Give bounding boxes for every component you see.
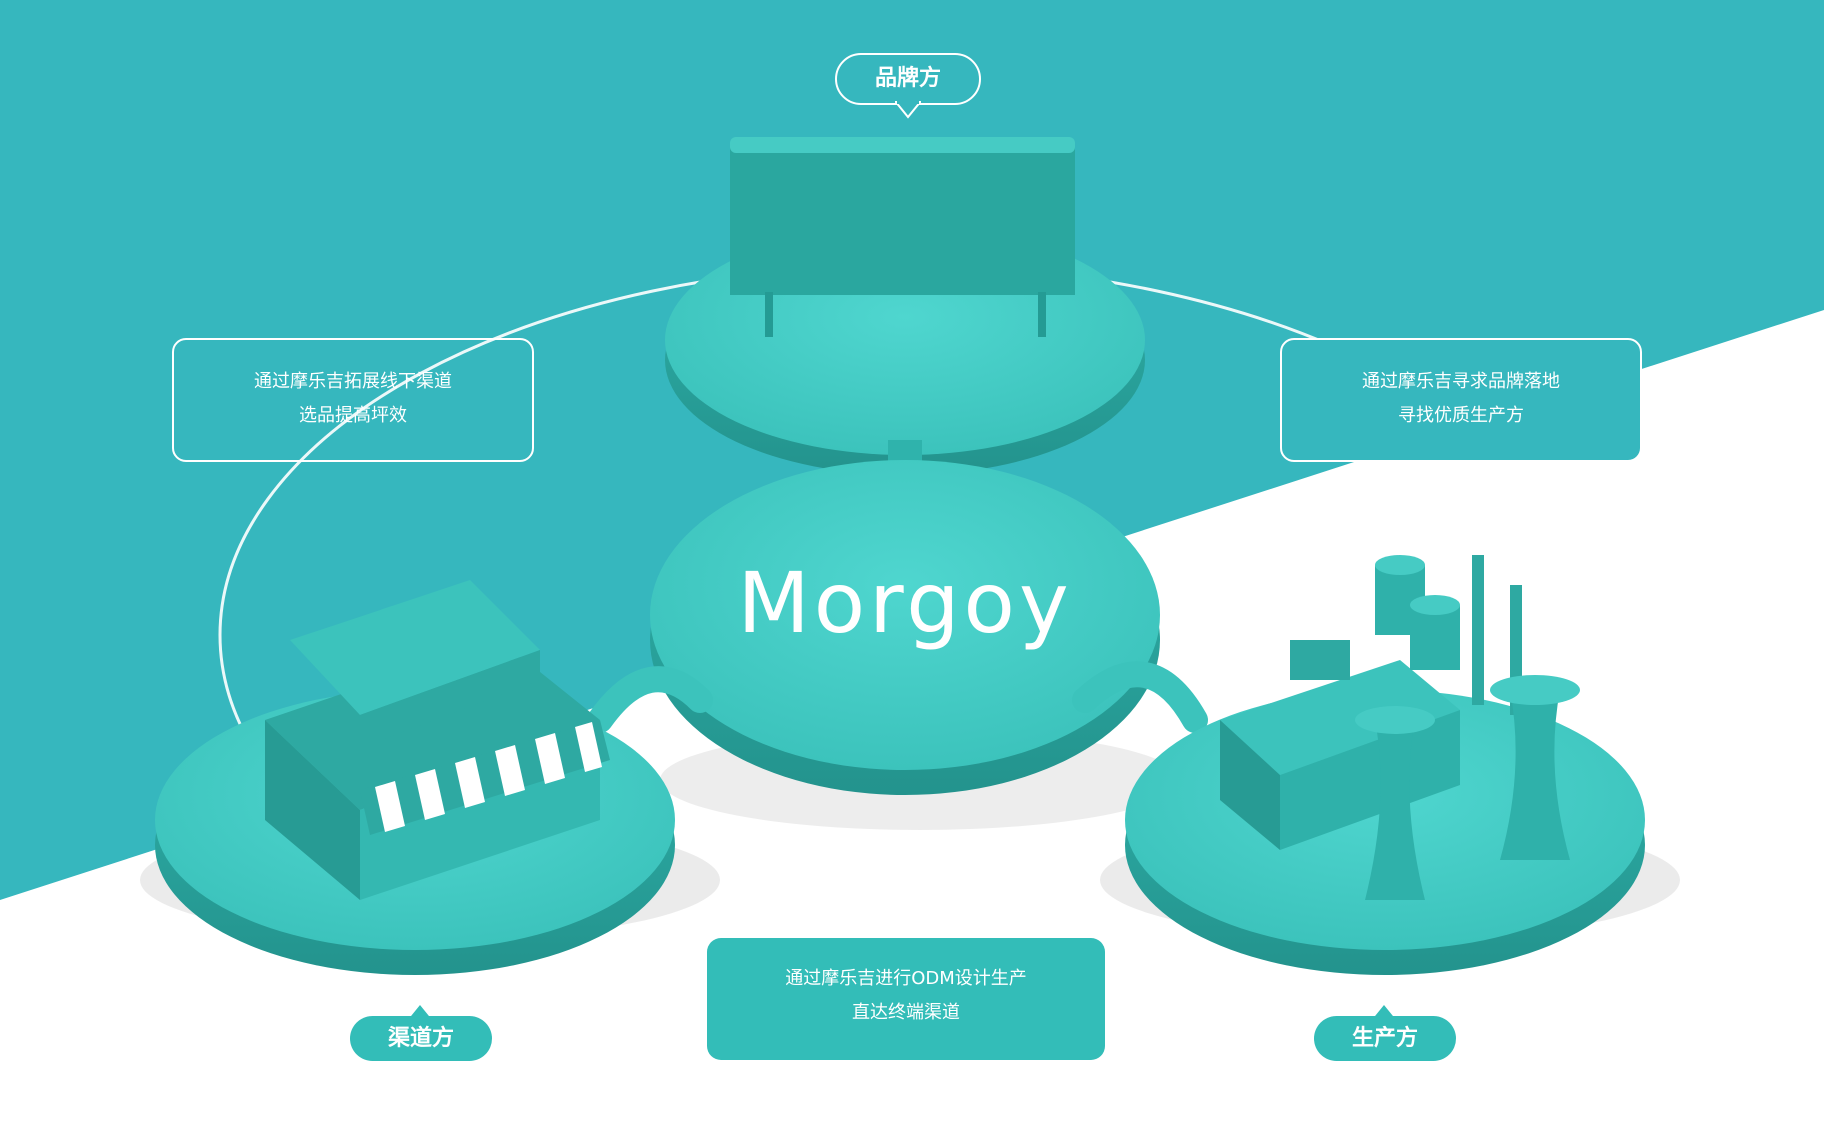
channel-info-line2: 选品提高坪效	[299, 405, 407, 426]
production-label: 生产方	[1314, 1016, 1456, 1061]
factory-icon	[1220, 555, 1580, 900]
production-platform	[1125, 555, 1645, 975]
brand-label-text: 品牌方	[874, 66, 941, 91]
production-info-line1: 通过摩乐吉进行ODM设计生产	[785, 968, 1027, 989]
channel-info-box: 通过摩乐吉拓展线下渠道 选品提高坪效	[172, 338, 534, 462]
morgoy-logo: Morgoy	[737, 554, 1072, 652]
production-label-text: 生产方	[1351, 1026, 1418, 1051]
connector-right	[1072, 661, 1208, 733]
brand-info-line1: 通过摩乐吉寻求品牌落地	[1362, 371, 1560, 392]
channel-label-text: 渠道方	[387, 1026, 454, 1051]
brand-info-box: 通过摩乐吉寻求品牌落地 寻找优质生产方	[1280, 338, 1642, 462]
channel-label: 渠道方	[350, 1016, 492, 1061]
channel-platform	[155, 580, 675, 975]
production-info-box: 通过摩乐吉进行ODM设计生产 直达终端渠道	[707, 938, 1105, 1060]
brand-label-pointer	[895, 101, 921, 119]
production-info-line2: 直达终端渠道	[852, 1002, 960, 1023]
billboard-icon	[730, 137, 1075, 337]
storefront-icon	[265, 580, 610, 900]
channel-info-line1: 通过摩乐吉拓展线下渠道	[254, 371, 452, 392]
connector-left	[587, 666, 713, 733]
center-platform: Morgoy	[650, 460, 1160, 795]
brand-label: 品牌方	[835, 53, 981, 105]
brand-platform	[665, 137, 1145, 475]
brand-info-line2: 寻找优质生产方	[1398, 405, 1524, 426]
